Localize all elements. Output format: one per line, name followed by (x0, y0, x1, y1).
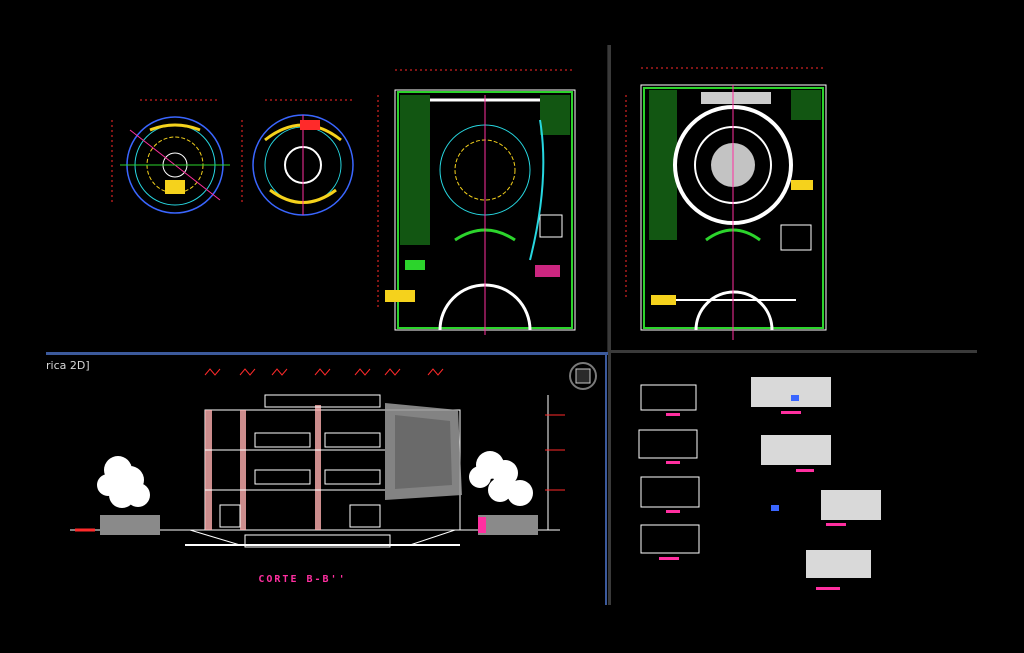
viewport-divider-vertical[interactable] (608, 45, 611, 605)
round-plan-1 (111, 99, 230, 214)
active-viewport-border (46, 352, 608, 355)
tree-icon (97, 456, 150, 508)
viewport-bottom-right[interactable] (611, 355, 1024, 605)
elevations-drawing (638, 377, 881, 590)
floor-plans-drawing (111, 45, 608, 352)
active-viewport-border-right (604, 352, 607, 605)
viewport-divider-horizontal[interactable] (611, 350, 977, 353)
round-plan-2 (241, 99, 355, 216)
section-drawing (70, 368, 565, 548)
tree-icon (469, 451, 533, 506)
viewport-top-right[interactable] (611, 0, 1024, 352)
viewport-top-left[interactable] (0, 0, 608, 352)
axis-marker-icon (204, 368, 444, 376)
viewport-label[interactable]: rica 2D] (46, 359, 90, 372)
site-plan-right-drawing (625, 67, 827, 340)
viewcube-icon[interactable] (568, 361, 598, 391)
viewport-bottom-left[interactable]: rica 2D] (0, 355, 605, 605)
site-plan-left (377, 69, 576, 335)
section-title: CORTE B-B'' (258, 574, 347, 585)
